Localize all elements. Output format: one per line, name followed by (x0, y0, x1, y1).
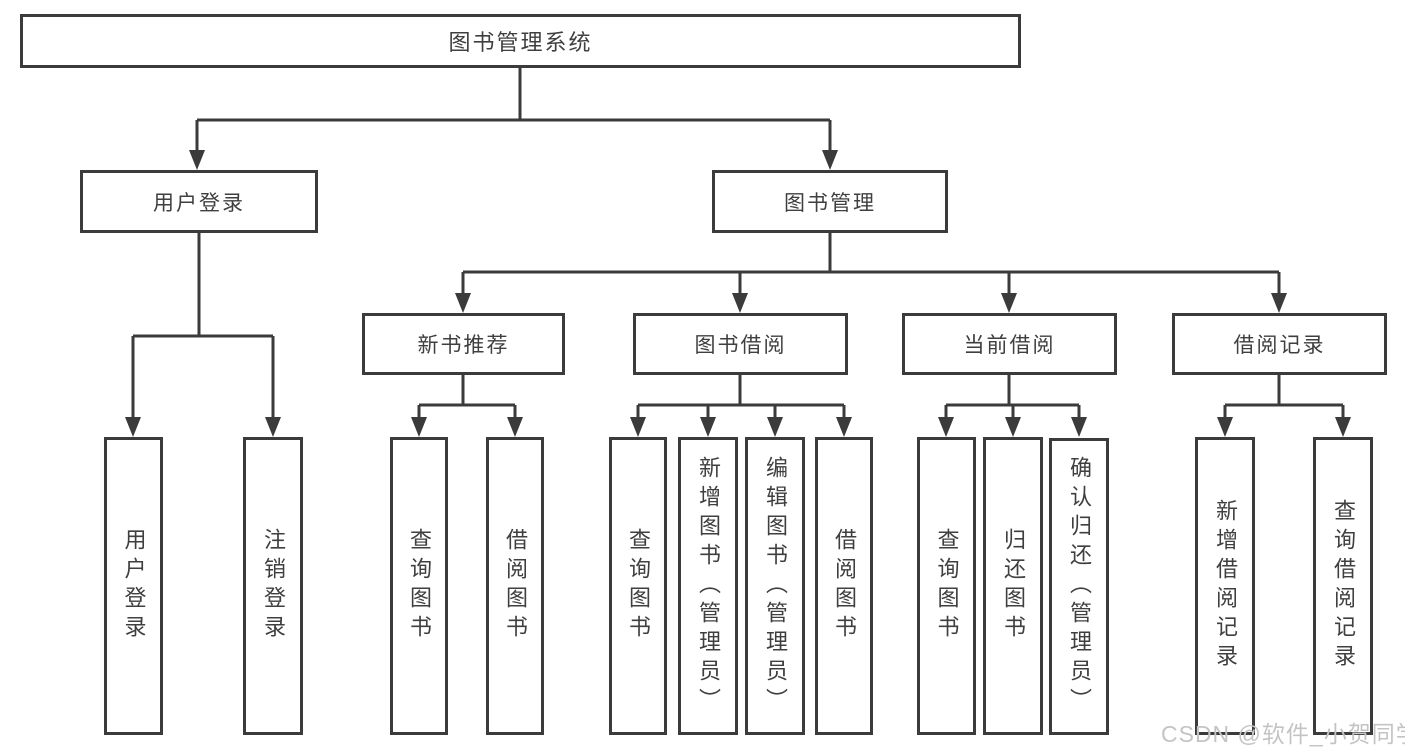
csdn-watermark: CSDN @软件_小贺同学 (1161, 721, 1405, 747)
node-label: 新增图书（管理员） (696, 455, 721, 717)
node-label: 图书管理 (784, 191, 876, 215)
node-new-book-recommend: 新书推荐 (362, 313, 565, 375)
node-label: 查询借阅记录 (1331, 499, 1356, 673)
node-root: 图书管理系统 (20, 14, 1021, 68)
node-label: 借阅记录 (1233, 334, 1326, 357)
leaf-borrow-borrow-book: 借阅图书 (815, 437, 873, 735)
node-label: 确认归还（管理员） (1067, 456, 1092, 717)
leaf-user-login: 用户登录 (104, 437, 163, 735)
leaf-current-query-book: 查询图书 (917, 437, 976, 735)
node-label: 查询图书 (407, 528, 432, 644)
node-label: 查询图书 (626, 528, 651, 644)
leaf-borrow-edit-book-admin: 编辑图书（管理员） (745, 437, 805, 735)
node-current-borrow: 当前借阅 (902, 313, 1117, 375)
node-label: 图书管理系统 (448, 30, 593, 55)
node-label: 查询图书 (934, 528, 960, 644)
leaf-borrow-query-book: 查询图书 (609, 437, 667, 735)
leaf-current-return-book: 归还图书 (983, 437, 1043, 735)
node-label: 新增借阅记录 (1213, 499, 1238, 673)
node-label: 当前借阅 (963, 334, 1056, 357)
node-label: 用户登录 (121, 528, 147, 644)
node-label: 归还图书 (1001, 528, 1026, 644)
node-label: 借阅图书 (832, 528, 857, 644)
leaf-borrow-add-book-admin: 新增图书（管理员） (678, 437, 738, 735)
leaf-recommend-query-book: 查询图书 (390, 437, 448, 735)
node-borrow-records: 借阅记录 (1172, 313, 1387, 375)
node-label: 编辑图书（管理员） (763, 455, 788, 717)
node-label: 图书借阅 (694, 334, 787, 357)
node-label: 借阅图书 (503, 528, 528, 644)
leaf-current-confirm-return-admin: 确认归还（管理员） (1049, 438, 1109, 735)
node-label: 新书推荐 (417, 334, 510, 357)
node-user-login: 用户登录 (80, 170, 318, 233)
node-book-borrow: 图书借阅 (633, 313, 848, 375)
leaf-recommend-borrow-book: 借阅图书 (486, 437, 544, 735)
node-book-management: 图书管理 (712, 170, 948, 233)
node-label: 用户登录 (153, 191, 245, 215)
leaf-records-query-record: 查询借阅记录 (1313, 437, 1373, 735)
leaf-records-add-record: 新增借阅记录 (1195, 437, 1255, 735)
leaf-logout: 注销登录 (243, 437, 303, 735)
node-label: 注销登录 (261, 528, 286, 644)
